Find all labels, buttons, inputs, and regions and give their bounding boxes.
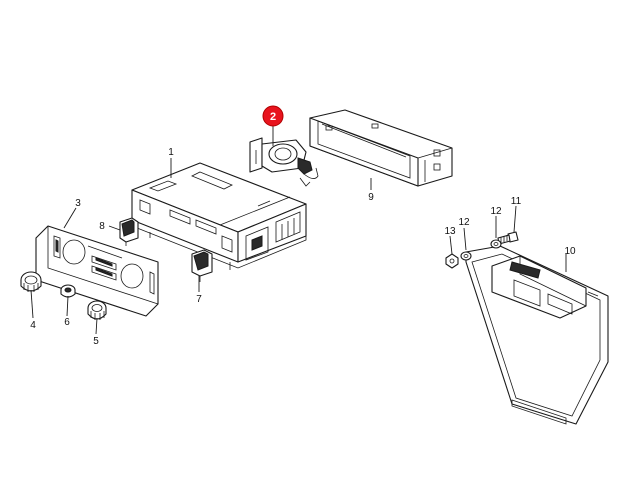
part-4-knob[interactable] [20, 271, 42, 292]
label-part-1[interactable]: 1 [168, 147, 174, 158]
callout-circle[interactable] [262, 105, 284, 127]
label-part-3[interactable]: 3 [75, 198, 81, 209]
label-part-10[interactable]: 10 [564, 246, 576, 257]
label-part-7[interactable]: 7 [196, 294, 202, 305]
leader-lines [30, 124, 567, 335]
label-part-11[interactable]: 11 [511, 196, 522, 207]
label-part-13[interactable]: 13 [444, 226, 456, 237]
part-10-plate[interactable] [465, 245, 609, 425]
part-11-bolt[interactable] [497, 231, 519, 245]
part-13-nut[interactable] [445, 253, 459, 269]
label-part-12[interactable]: 12 [490, 206, 502, 217]
part-12-washer-left[interactable] [460, 251, 472, 261]
part-8-switch[interactable] [119, 217, 139, 246]
label-part-6[interactable]: 6 [64, 317, 70, 328]
label-part-12-left[interactable]: 12 [458, 217, 470, 228]
label-part-9[interactable]: 9 [368, 192, 374, 203]
label-part-8[interactable]: 8 [99, 221, 105, 232]
label-part-5[interactable]: 5 [93, 336, 99, 347]
part-7-switch[interactable] [191, 249, 213, 282]
part-2-bracket[interactable] [249, 137, 319, 187]
callout-part-2[interactable]: 2 [262, 105, 284, 127]
part-5-knob[interactable] [87, 300, 107, 320]
part-1-control-unit[interactable] [131, 162, 307, 270]
label-part-4[interactable]: 4 [30, 320, 36, 331]
part-12-washer[interactable] [490, 239, 502, 249]
part-labels: 1 3 8 7 4 6 5 9 10 11 12 12 13 [30, 147, 576, 347]
part-9-frame[interactable] [309, 109, 453, 187]
label-part-2[interactable]: 2 [270, 111, 276, 123]
part-6-knob[interactable] [60, 284, 76, 298]
